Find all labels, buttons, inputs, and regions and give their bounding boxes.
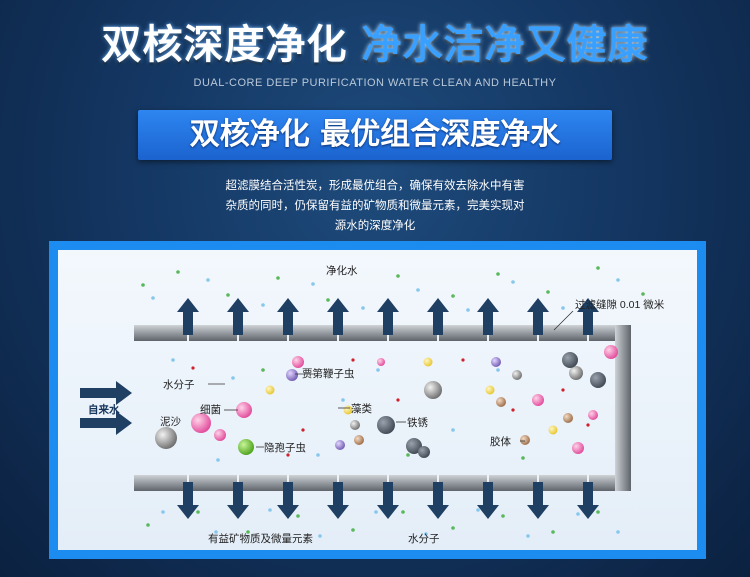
- label-colloid: 胶体: [490, 435, 511, 448]
- inlet-arrows: [80, 381, 132, 435]
- algae-particle: [423, 357, 433, 367]
- bacteria-particle: [532, 394, 544, 406]
- title-blue: 净水洁净又健康: [361, 22, 649, 68]
- description-line: 源水的深度净化: [334, 218, 416, 232]
- rust-particle: [406, 438, 422, 454]
- filtration-diagram: 净化水 过滤缝隙 0.01 微米 自来水 水分子 泥沙 细菌 贾第鞭子虫 藻类 …: [58, 250, 697, 550]
- leader-lines: [208, 310, 574, 448]
- description-line: 杂质的同时，仍保留有益的矿物质和微量元素，完美实现对: [225, 198, 525, 212]
- label-minerals: 有益矿物质及微量元素: [208, 532, 313, 545]
- label-sediment: 泥沙: [160, 415, 181, 428]
- bottom-membrane: [134, 475, 628, 491]
- label-algae: 藻类: [351, 402, 372, 415]
- banner: 双核净化 最优组合深度净水: [138, 110, 612, 160]
- rust-particle: [377, 416, 395, 434]
- label-purified-water: 净化水: [326, 264, 358, 277]
- sediment-particle: [512, 370, 522, 380]
- bacteria-particle: [604, 345, 618, 359]
- main-title: 双核深度净化净水洁净又健康: [0, 18, 750, 72]
- colloid-particle: [496, 397, 506, 407]
- label-bacteria: 细菌: [200, 403, 221, 416]
- description-line: 超滤膜结合活性炭，形成最优组合，确保有效去除水中有害: [225, 178, 525, 192]
- mineral-dots: [141, 266, 645, 534]
- paramecium-particle: [286, 369, 298, 381]
- paramecium-particle: [491, 357, 501, 367]
- sediment-particle: [569, 366, 583, 380]
- banner-label: 双核净化 最优组合深度净水: [189, 117, 561, 152]
- label-bottom-water-molecule: 水分子: [408, 533, 440, 545]
- rust-particle: [590, 372, 606, 388]
- label-cryptosporidium: 隐孢子虫: [264, 442, 306, 454]
- label-paramecium: 贾第鞭子虫: [302, 367, 355, 380]
- bacteria-particle: [572, 442, 584, 454]
- algae-particle: [548, 425, 558, 435]
- colloid-particle: [520, 435, 530, 445]
- sediment-particle: [424, 381, 442, 399]
- up-arrows: [177, 298, 599, 335]
- sediment-particle: [155, 427, 177, 449]
- bacteria-particle: [236, 402, 252, 418]
- description: 超滤膜结合活性炭，形成最优组合，确保有效去除水中有害 杂质的同时，仍保留有益的矿…: [195, 175, 555, 235]
- sediment-particle: [350, 420, 360, 430]
- down-arrows: [177, 482, 599, 519]
- bacteria-particle: [377, 358, 385, 366]
- bacteria-particle: [191, 413, 211, 433]
- colloid-particle: [563, 413, 573, 423]
- bacteria-particle: [214, 429, 226, 441]
- top-membrane: [134, 325, 628, 341]
- label-water-molecule: 水分子: [163, 379, 195, 391]
- contaminant-particles: [155, 345, 618, 458]
- red-dots: [191, 358, 590, 457]
- algae-particle: [485, 385, 495, 395]
- paramecium-particle: [335, 440, 345, 450]
- cryptosporidium-particle: [238, 439, 254, 455]
- label-rust: 铁锈: [407, 416, 428, 429]
- filtration-diagram-panel: 净化水 过滤缝隙 0.01 微米 自来水 水分子 泥沙 细菌 贾第鞭子虫 藻类 …: [49, 241, 706, 559]
- colloid-particle: [354, 435, 364, 445]
- rust-particle: [418, 446, 430, 458]
- end-membrane: [615, 325, 631, 491]
- title-white: 双核深度净化: [101, 22, 348, 68]
- label-filter-gap: 过滤缝隙 0.01 微米: [575, 298, 665, 311]
- label-tap-water: 自来水: [88, 403, 120, 416]
- english-subtitle: DUAL-CORE DEEP PURIFICATION WATER CLEAN …: [193, 77, 557, 89]
- bacteria-particle: [588, 410, 598, 420]
- bacteria-particle: [292, 356, 304, 368]
- rust-particle: [562, 352, 578, 368]
- algae-particle: [265, 385, 275, 395]
